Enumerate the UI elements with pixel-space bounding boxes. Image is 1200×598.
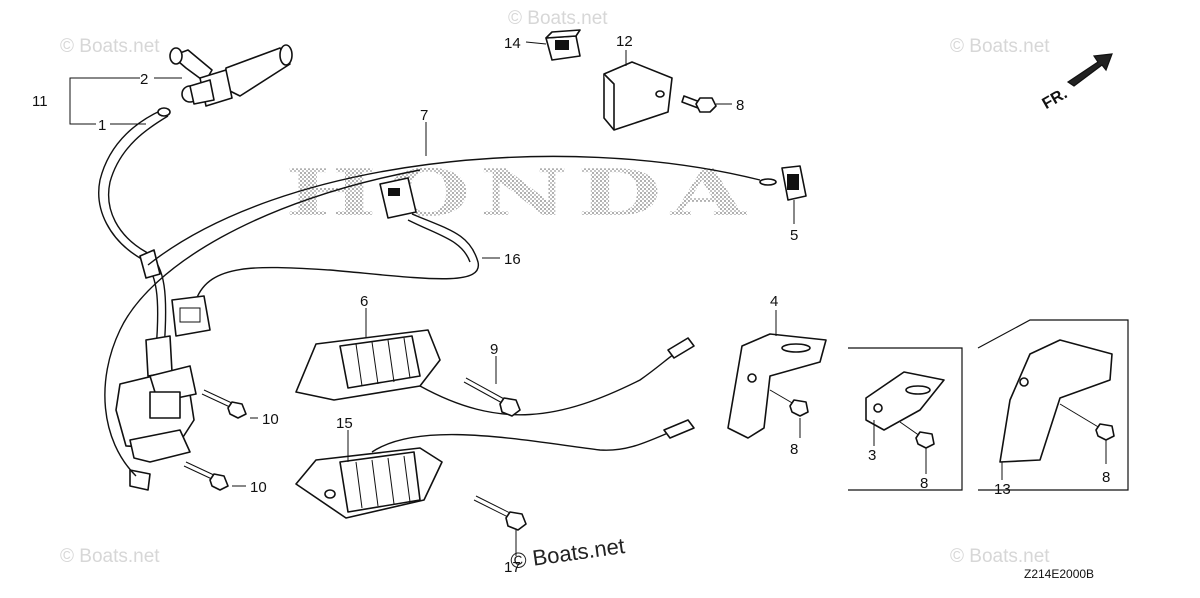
screw-9 (463, 377, 521, 417)
forward-arrow-icon (1066, 53, 1113, 87)
callout-11: 11 (32, 93, 48, 110)
callout-14: 14 (504, 35, 521, 52)
callout-8-top: 8 (736, 97, 744, 114)
watermark: © Boats.net (950, 546, 1050, 567)
option-box-13 (977, 319, 1129, 491)
leader-lines (69, 41, 1107, 556)
callout-6: 6 (360, 293, 368, 310)
exciter-coil-6 (295, 329, 695, 416)
callout-8-box3: 8 (920, 475, 928, 492)
spark-plug-cap (169, 44, 293, 107)
callout-13: 13 (994, 481, 1011, 498)
screw-17 (473, 495, 527, 531)
watermark: © Boats.net (508, 8, 608, 29)
callout-1: 1 (98, 117, 106, 134)
bolt-8-top (681, 95, 717, 113)
wire-7 (147, 155, 777, 266)
grommet-14 (545, 29, 581, 61)
watermark: © Boats.net (950, 36, 1050, 57)
watermark: © Boats.net (60, 546, 160, 567)
bolt-8-bracket4 (769, 389, 809, 417)
screw-10-lower (183, 461, 229, 491)
callout-15: 15 (336, 415, 353, 432)
callout-8-bracket4: 8 (790, 441, 798, 458)
callout-17: 17 (504, 559, 521, 576)
callout-16: 16 (504, 251, 521, 268)
callout-9: 9 (490, 341, 498, 358)
callout-10-upper: 10 (262, 411, 279, 428)
watermark: © Boats.net (60, 36, 160, 57)
center-watermark: © Boats.net (509, 533, 627, 574)
callout-5: 5 (790, 227, 798, 244)
bracket-12 (603, 61, 673, 131)
grommet-5 (781, 165, 807, 201)
callout-7: 7 (420, 107, 428, 124)
direction-label: FR. (1040, 85, 1071, 113)
charge-coil-15 (295, 419, 695, 519)
screw-10-upper (201, 389, 247, 419)
bracket-4 (727, 333, 827, 439)
callout-4: 4 (770, 293, 778, 310)
callout-8-box13: 8 (1102, 469, 1110, 486)
callout-10-lower: 10 (250, 479, 267, 496)
ignition-coil (104, 169, 421, 491)
high-tension-lead (98, 107, 173, 377)
forward-direction-indicator: FR. (1040, 53, 1113, 113)
option-box-3 (848, 347, 963, 491)
wire-harness-16 (171, 177, 479, 337)
callout-2: 2 (140, 71, 148, 88)
callout-3: 3 (868, 447, 876, 464)
diagram-code: Z214E2000B (1024, 567, 1094, 581)
callout-12: 12 (616, 33, 633, 50)
honda-logo: HONDA (285, 156, 755, 231)
